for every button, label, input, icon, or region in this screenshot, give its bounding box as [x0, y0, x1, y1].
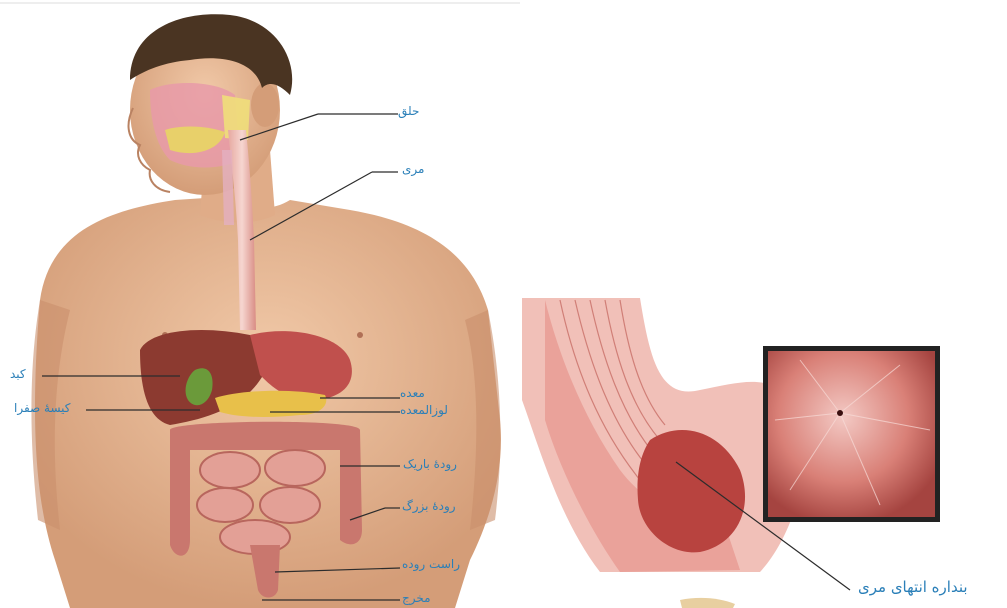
fragment — [680, 598, 735, 608]
human-torso — [31, 14, 501, 608]
endoscope-image — [768, 351, 935, 517]
label-stomach: معده — [400, 386, 425, 400]
label-rectum: راست روده — [402, 557, 460, 571]
label-pharynx: حلق — [398, 104, 419, 118]
trachea — [222, 150, 234, 225]
sphincter-figure — [522, 298, 940, 572]
label-gallbladder: کیسهٔ صفرا — [14, 401, 71, 415]
label-pancreas: لوزالمعده — [400, 403, 448, 417]
label-esophagus: مری — [402, 162, 424, 176]
label-anus: مخرج — [402, 591, 431, 605]
pancreas — [215, 391, 326, 417]
label-large-intestine: رودهٔ بزرگ — [402, 499, 456, 513]
label-small-intestine: رودهٔ باریک — [403, 457, 457, 471]
label-lower-esophageal-sphincter: بنداره انتهای مری — [858, 578, 968, 596]
sphincter-opening — [837, 410, 843, 416]
ear — [251, 83, 279, 127]
label-liver: کبد — [10, 367, 26, 381]
